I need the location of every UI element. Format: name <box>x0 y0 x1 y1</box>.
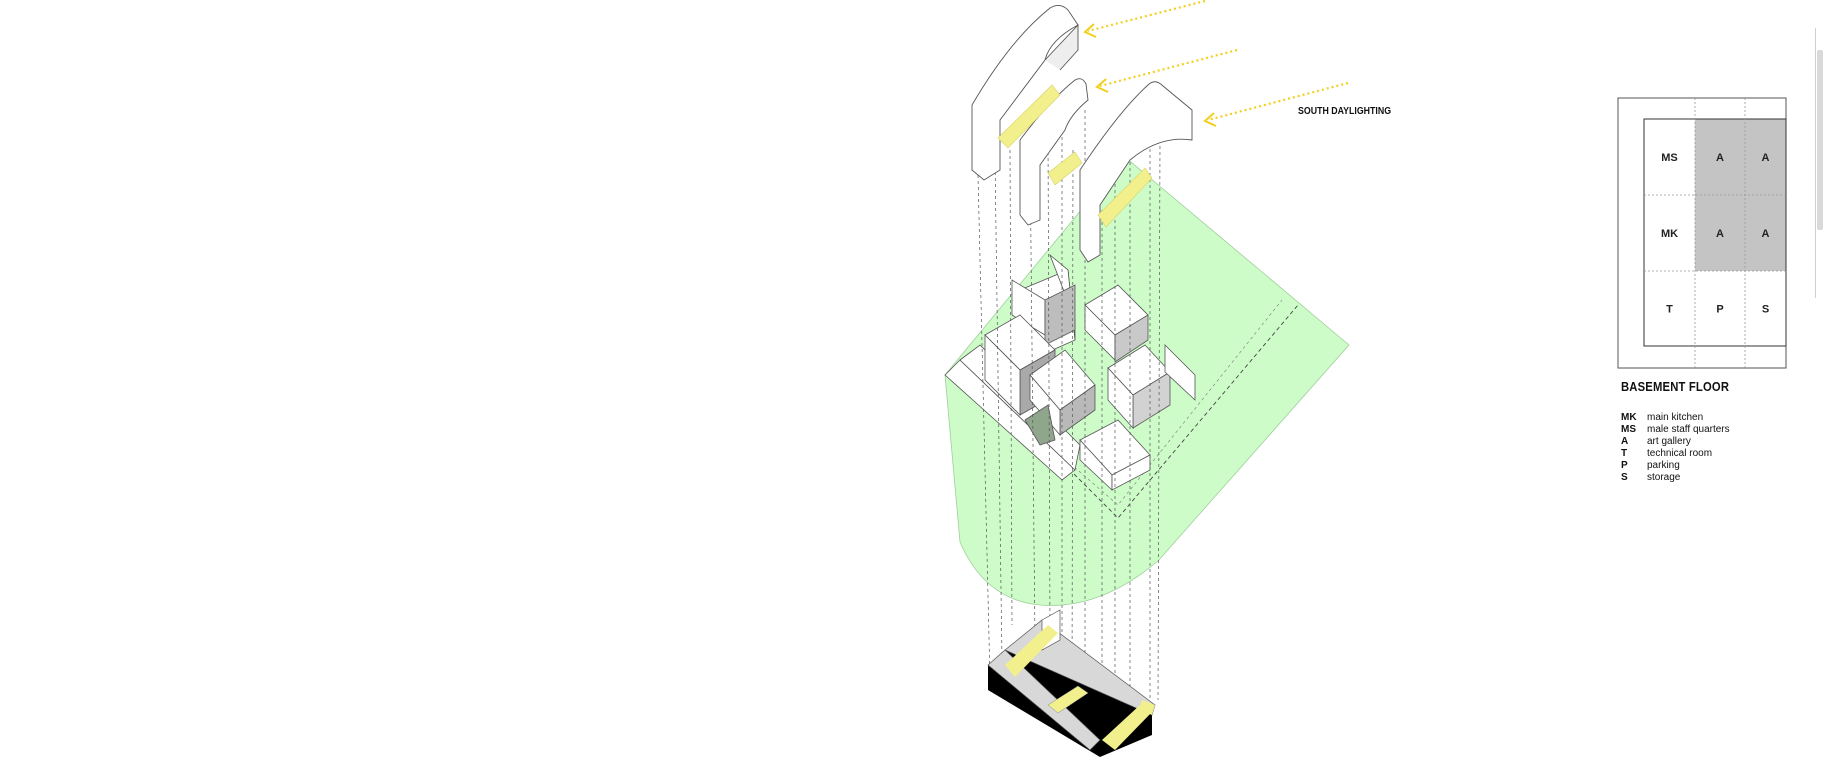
plan-cell-label: T <box>1666 304 1673 316</box>
plan-cell <box>1644 119 1695 195</box>
plan-cell <box>1745 271 1786 346</box>
legend-code: T <box>1621 448 1628 459</box>
plan-cell-label: S <box>1762 304 1769 316</box>
legend-code: MS <box>1621 424 1636 435</box>
roof-skylights <box>971 5 1193 263</box>
plan-cell <box>1695 271 1745 346</box>
legend-row: MS male staff quarters <box>1621 424 1730 436</box>
legend-code: MK <box>1621 412 1637 423</box>
legend-description: male staff quarters <box>1647 424 1730 435</box>
legend-row: MK main kitchen <box>1621 412 1730 424</box>
plan-cell-label: A <box>1716 152 1724 164</box>
projection-lines <box>977 95 1161 735</box>
arrowheads <box>1083 23 1217 127</box>
plan-cell <box>1644 195 1695 271</box>
scrollbar-track[interactable] <box>1815 28 1823 298</box>
site-dashed-boundary <box>984 304 1299 519</box>
basement-block <box>987 609 1156 757</box>
vertical-scrollbar[interactable] <box>1815 28 1823 298</box>
plan-cell <box>1745 195 1786 271</box>
legend-description: technical room <box>1647 448 1713 459</box>
plan-cell-label: A <box>1762 152 1770 164</box>
basement-plan-diagram: MS A A MK A A T P S <box>1617 97 1787 369</box>
legend-description: art gallery <box>1647 436 1691 447</box>
legend-description: storage <box>1647 472 1681 483</box>
plan-cell-label: A <box>1716 228 1724 240</box>
plan-cell <box>1695 195 1745 271</box>
legend-description: main kitchen <box>1647 412 1704 423</box>
plan-cell <box>1644 271 1695 346</box>
scrollbar-thumb[interactable] <box>1817 50 1823 230</box>
skylight-glazing <box>997 84 1153 228</box>
plan-cell <box>1745 119 1786 195</box>
plan-cell-label: MK <box>1661 228 1678 240</box>
legend-code: S <box>1621 472 1628 483</box>
ground-floor-building <box>944 253 1196 491</box>
daylight-arrows <box>1087 0 1349 122</box>
legend-description: parking <box>1647 460 1680 471</box>
plan-cell-label: A <box>1762 228 1770 240</box>
plan-cell-label: P <box>1716 304 1723 316</box>
floor-title: BASEMENT FLOOR <box>1621 380 1730 394</box>
plan-cell <box>1695 119 1745 195</box>
south-daylighting-label: SOUTH DAYLIGHTING <box>1298 106 1392 117</box>
legend-code: A <box>1621 436 1629 447</box>
legend-code: P <box>1621 460 1628 471</box>
plan-cell-label: MS <box>1661 152 1678 164</box>
